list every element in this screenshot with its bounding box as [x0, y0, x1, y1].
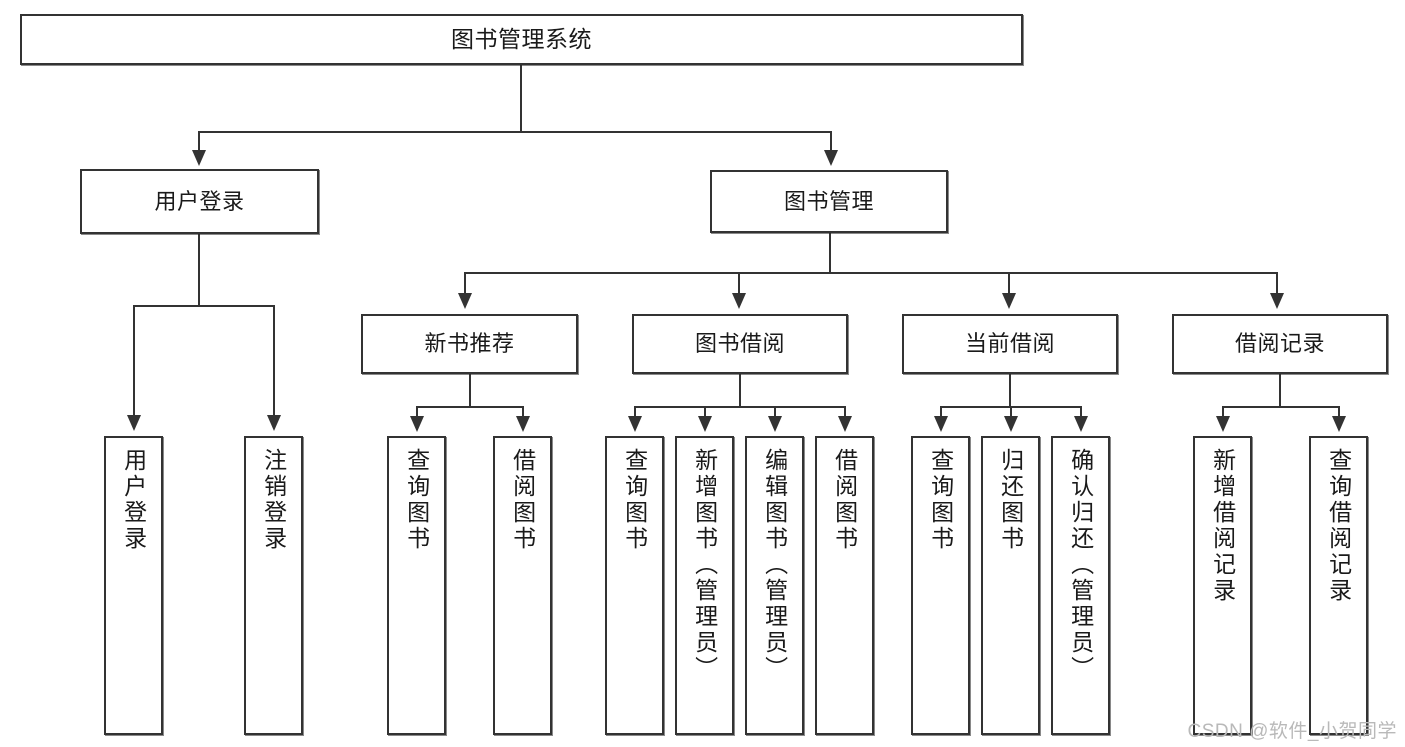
connector-book-mgmt-stem	[829, 233, 831, 273]
leaf-book-borrow-edit[interactable]: 编辑图书（管理员）	[745, 436, 804, 735]
node-system-root[interactable]: 图书管理系统	[20, 14, 1023, 65]
leaf-new-books-query[interactable]: 查询图书	[387, 436, 446, 735]
connector-current-borrow-c2	[1010, 406, 1012, 419]
connector-current-borrow-c3	[1080, 406, 1082, 419]
node-label: 当前借阅	[964, 331, 1055, 357]
node-user-login[interactable]: 用户登录	[80, 169, 319, 234]
node-label: 查询借阅记录	[1325, 448, 1352, 604]
arrowhead-current-borrow-child-3	[1074, 416, 1088, 432]
leaf-user-login-logout[interactable]: 注销登录	[244, 436, 303, 735]
connector-book-borrow-c3	[774, 406, 776, 419]
arrowhead-book-mgmt-to-records	[1270, 293, 1284, 309]
node-label: 查询图书	[403, 448, 430, 552]
arrowhead-book-borrow-child-3	[768, 416, 782, 432]
leaf-current-borrow-query[interactable]: 查询图书	[911, 436, 970, 735]
connector-new-books-stem	[469, 374, 471, 407]
connector-book-borrow-c1	[634, 406, 636, 419]
connector-new-books-bar	[416, 406, 524, 408]
leaf-book-borrow-add[interactable]: 新增图书（管理员）	[675, 436, 734, 735]
arrowhead-new-books-child-1	[410, 416, 424, 432]
node-borrow-records[interactable]: 借阅记录	[1172, 314, 1388, 374]
arrowhead-book-mgmt-to-current	[1002, 293, 1016, 309]
arrowhead-borrow-records-child-2	[1332, 416, 1346, 432]
leaf-current-borrow-confirm[interactable]: 确认归还（管理员）	[1051, 436, 1110, 735]
connector-book-borrow-stem	[739, 374, 741, 407]
node-new-book-recommend[interactable]: 新书推荐	[361, 314, 578, 374]
node-label: 用户登录	[120, 448, 147, 552]
connector-borrow-records-left	[1222, 406, 1224, 419]
arrowhead-root-to-book-mgmt	[824, 150, 838, 166]
leaf-book-borrow-borrow[interactable]: 借阅图书	[815, 436, 874, 735]
node-label: 查询图书	[927, 448, 954, 552]
connector-user-login-left	[133, 305, 135, 418]
csdn-watermark: CSDN @软件_小贺同学	[1187, 721, 1397, 742]
connector-book-borrow-c4	[844, 406, 846, 419]
arrowhead-current-borrow-child-1	[934, 416, 948, 432]
arrowhead-book-mgmt-to-new-books	[458, 293, 472, 309]
leaf-borrow-records-add[interactable]: 新增借阅记录	[1193, 436, 1252, 735]
connector-new-books-right	[522, 406, 524, 419]
connector-borrow-records-stem	[1279, 374, 1281, 407]
connector-user-login-stem	[198, 234, 200, 306]
node-label: 图书管理系统	[451, 25, 592, 52]
connector-book-mgmt-to-current	[1008, 272, 1010, 296]
connector-user-login-bar	[133, 305, 275, 307]
connector-book-mgmt-to-new-books	[464, 272, 466, 296]
node-label: 确认归还（管理员）	[1067, 448, 1094, 682]
connector-borrow-records-right	[1338, 406, 1340, 419]
node-label: 借阅记录	[1234, 331, 1325, 357]
connector-book-borrow-bar	[634, 406, 846, 408]
node-label: 新增图书（管理员）	[691, 448, 718, 682]
connector-book-mgmt-to-records	[1276, 272, 1278, 296]
arrowhead-borrow-records-child-1	[1216, 416, 1230, 432]
leaf-book-borrow-query[interactable]: 查询图书	[605, 436, 664, 735]
leaf-borrow-records-query[interactable]: 查询借阅记录	[1309, 436, 1368, 735]
leaf-current-borrow-return[interactable]: 归还图书	[981, 436, 1040, 735]
connector-book-mgmt-to-borrow	[738, 272, 740, 296]
node-label: 注销登录	[260, 448, 287, 552]
arrowhead-new-books-child-2	[516, 416, 530, 432]
connector-current-borrow-stem	[1009, 374, 1011, 407]
node-current-borrow[interactable]: 当前借阅	[902, 314, 1118, 374]
node-label: 编辑图书（管理员）	[761, 448, 788, 682]
connector-book-mgmt-bar	[464, 272, 1276, 274]
node-book-borrow[interactable]: 图书借阅	[632, 314, 848, 374]
node-label: 借阅图书	[509, 448, 536, 552]
arrowhead-book-mgmt-to-borrow	[732, 293, 746, 309]
node-label: 归还图书	[997, 448, 1024, 552]
connector-book-borrow-c2	[704, 406, 706, 419]
arrowhead-book-borrow-child-4	[838, 416, 852, 432]
node-label: 用户登录	[154, 188, 245, 214]
node-label: 借阅图书	[831, 448, 858, 552]
node-label: 新增借阅记录	[1209, 448, 1236, 604]
connector-current-borrow-c1	[940, 406, 942, 419]
connector-root-to-user-login	[198, 131, 200, 153]
arrowhead-book-borrow-child-2	[698, 416, 712, 432]
connector-borrow-records-bar	[1222, 406, 1338, 408]
arrowhead-current-borrow-child-2	[1004, 416, 1018, 432]
connector-new-books-left	[416, 406, 418, 419]
arrowhead-user-login-child-2	[267, 415, 281, 431]
node-label: 新书推荐	[424, 331, 515, 357]
arrowhead-book-borrow-child-1	[628, 416, 642, 432]
node-label: 图书管理	[783, 188, 874, 214]
node-label: 图书借阅	[694, 331, 785, 357]
connector-root-bar	[198, 131, 832, 133]
node-book-management[interactable]: 图书管理	[710, 170, 948, 233]
leaf-new-books-borrow[interactable]: 借阅图书	[493, 436, 552, 735]
leaf-user-login-login[interactable]: 用户登录	[104, 436, 163, 735]
arrowhead-user-login-child-1	[127, 415, 141, 431]
connector-user-login-right	[273, 305, 275, 418]
connector-root-stem	[520, 65, 522, 132]
node-label: 查询图书	[621, 448, 648, 552]
connector-root-to-book-mgmt	[830, 131, 832, 153]
arrowhead-root-to-user-login	[192, 150, 206, 166]
